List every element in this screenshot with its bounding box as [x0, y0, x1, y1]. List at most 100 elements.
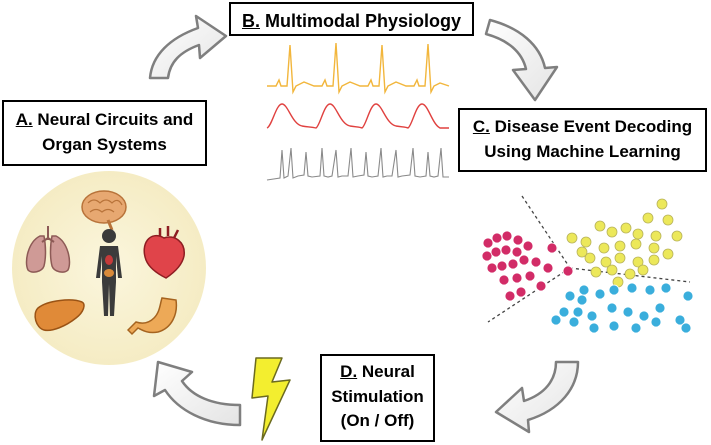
ecg-trace — [267, 42, 450, 95]
scatter-point-yellow — [580, 236, 592, 248]
scatter-point-blue — [578, 284, 590, 296]
scatter-point-yellow — [594, 220, 606, 232]
scatter-point-yellow — [650, 230, 662, 242]
box-d-line3: (On / Off) — [340, 411, 415, 431]
box-neural-circuits: A. Neural Circuits and Organ Systems — [2, 100, 207, 166]
scatter-point-yellow — [624, 268, 636, 280]
physiology-signals — [266, 42, 450, 181]
scatter-point-magenta — [481, 250, 493, 262]
box-c-line1: Disease Event Decoding — [494, 117, 693, 136]
scatter-point-blue — [626, 282, 638, 294]
cycle-arrow-bottom-right — [494, 360, 580, 434]
cycle-arrow-top-right — [484, 18, 559, 102]
scatter-point-yellow — [648, 242, 660, 254]
scatter-point-blue — [550, 314, 562, 326]
scatter-point-blue — [638, 310, 650, 322]
human-body-icon — [96, 229, 122, 316]
scatter-point-yellow — [662, 214, 674, 226]
box-c-letter: C. — [472, 117, 490, 136]
box-b-text: Multimodal Physiology — [265, 11, 462, 31]
scatter-point-magenta — [524, 270, 536, 282]
scatter-point-yellow — [600, 256, 612, 268]
stomach-icon — [126, 297, 178, 336]
scatter-point-blue — [644, 284, 656, 296]
scatter-point-magenta — [507, 258, 519, 270]
scatter-point-yellow — [632, 228, 644, 240]
box-d-letter: D. — [340, 362, 358, 381]
scatter-point-yellow — [598, 242, 610, 254]
scatter-point-magenta — [518, 254, 530, 266]
scatter-point-magenta — [501, 230, 513, 242]
scatter-point-blue — [650, 316, 662, 328]
box-multimodal-physiology: B. Multimodal Physiology — [229, 2, 474, 36]
scatter-point-blue — [674, 314, 686, 326]
scatter-point-yellow — [614, 240, 626, 252]
scatter-point-blue — [568, 316, 580, 328]
scatter-point-blue — [588, 322, 600, 334]
box-c-line2: Using Machine Learning — [484, 141, 681, 161]
scatter-point-yellow — [632, 256, 644, 268]
scatter-point-blue — [622, 306, 634, 318]
scatter-point-magenta — [511, 246, 523, 258]
decision-boundary — [521, 195, 571, 269]
lightning-bolt-icon — [251, 357, 291, 441]
organ-systems-illustration — [12, 171, 206, 365]
scatter-point-yellow — [630, 238, 642, 250]
scatter-point-magenta — [496, 260, 508, 272]
scatter-point-magenta — [490, 246, 502, 258]
scatter-point-magenta — [512, 234, 524, 246]
scatter-point-blue — [606, 302, 618, 314]
scatter-point-blue — [682, 290, 694, 302]
scatter-point-yellow — [606, 226, 618, 238]
scatter-point-yellow — [656, 198, 668, 210]
box-d-line1: Neural — [361, 362, 415, 381]
brain-icon — [81, 190, 127, 231]
scatter-point-magenta — [511, 272, 523, 284]
scatter-point-yellow — [620, 222, 632, 234]
box-neural-stimulation: D. Neural Stimulation (On / Off) — [320, 354, 435, 442]
scatter-point-blue — [576, 294, 588, 306]
box-disease-event-decoding: C. Disease Event Decoding Using Machine … — [458, 108, 707, 172]
scatter-point-blue — [608, 320, 620, 332]
scatter-point-blue — [564, 290, 576, 302]
box-b-letter: B. — [241, 11, 260, 31]
scatter-point-yellow — [648, 254, 660, 266]
box-a-letter: A. — [15, 110, 33, 129]
scatter-point-yellow — [662, 248, 674, 260]
scatter-point-yellow — [576, 246, 588, 258]
scatter-point-blue — [660, 282, 672, 294]
decision-boundary — [487, 267, 571, 323]
scatter-point-magenta — [535, 280, 547, 292]
scatter-point-yellow — [584, 252, 596, 264]
scatter-point-magenta — [486, 262, 498, 274]
lungs-icon — [25, 226, 71, 273]
scatter-point-magenta — [491, 232, 503, 244]
scatter-point-magenta — [546, 242, 558, 254]
pressure-trace — [266, 103, 449, 129]
scatter-point-blue — [586, 310, 598, 322]
scatter-point-yellow — [566, 232, 578, 244]
scatter-point-blue — [608, 284, 620, 296]
scatter-point-yellow — [642, 212, 654, 224]
scatter-point-magenta — [500, 244, 512, 256]
scatter-point-magenta — [562, 265, 574, 277]
scatter-point-magenta — [515, 286, 527, 298]
scatter-point-yellow — [606, 264, 618, 276]
scatter-point-yellow — [637, 264, 649, 276]
scatter-point-blue — [680, 322, 692, 334]
scatter-point-yellow — [671, 230, 683, 242]
scatter-point-magenta — [530, 256, 542, 268]
scatter-point-magenta — [542, 262, 554, 274]
scatter-point-yellow — [614, 252, 626, 264]
scatter-point-yellow — [590, 266, 602, 278]
scatter-point-magenta — [498, 274, 510, 286]
cycle-arrow-bottom-left — [152, 360, 242, 427]
box-a-line1: Neural Circuits and — [37, 110, 194, 129]
scatter-point-blue — [630, 322, 642, 334]
cluster-scatter-plot — [481, 195, 694, 334]
box-a-line2: Organ Systems — [42, 134, 167, 154]
scatter-point-magenta — [504, 290, 516, 302]
box-d-line2: Stimulation — [331, 386, 424, 406]
scatter-point-blue — [594, 288, 606, 300]
